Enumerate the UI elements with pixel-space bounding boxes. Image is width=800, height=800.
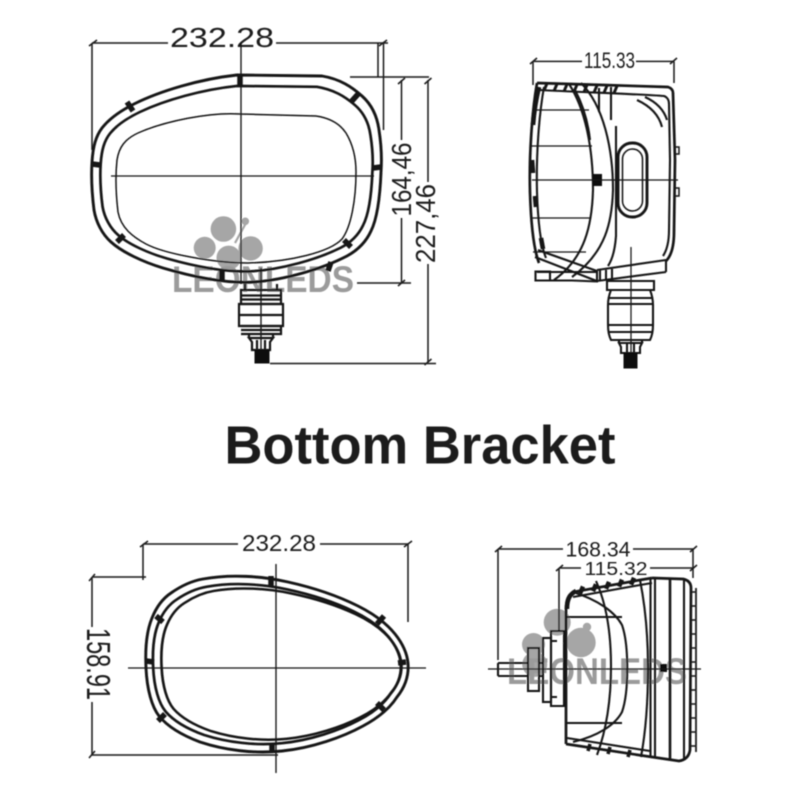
svg-text:115.32: 115.32 — [585, 559, 648, 579]
svg-text:227,46: 227,46 — [410, 184, 441, 263]
svg-text:232.28: 232.28 — [242, 530, 316, 556]
svg-text:232.28: 232.28 — [170, 22, 274, 53]
svg-text:Bottom Bracket: Bottom Bracket — [225, 416, 616, 476]
svg-text:115.33: 115.33 — [584, 48, 635, 73]
svg-text:158.91: 158.91 — [80, 628, 117, 700]
svg-text:168.34: 168.34 — [566, 539, 631, 562]
svg-text:164,46: 164,46 — [386, 143, 417, 217]
svg-text:LEONLEDS: LEONLEDS — [507, 651, 687, 692]
